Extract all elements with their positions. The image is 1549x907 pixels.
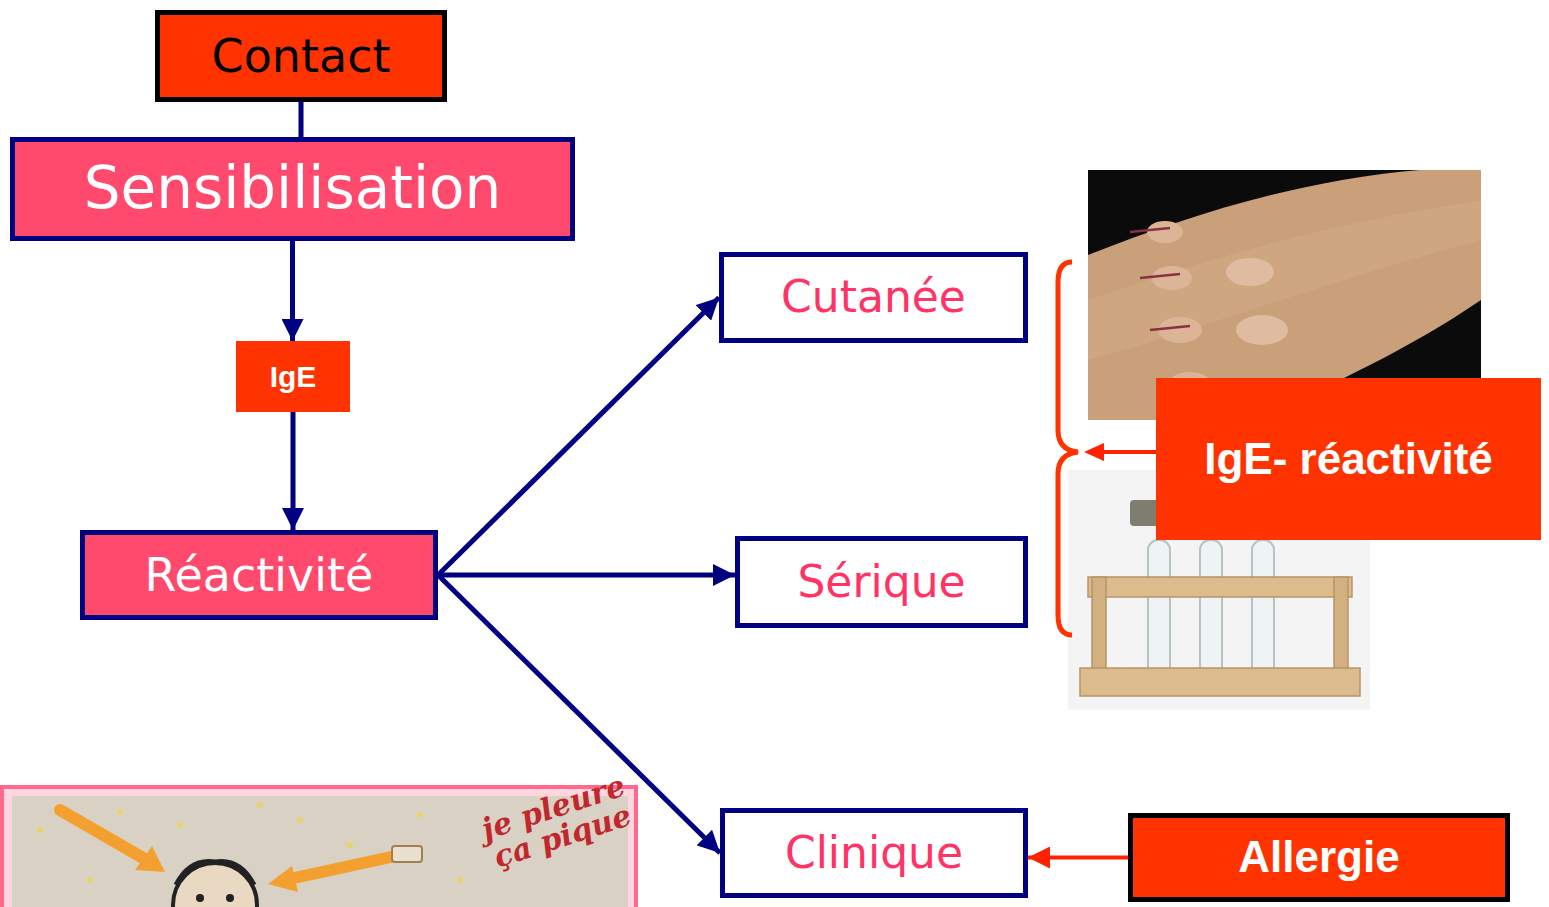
scratch-mark	[1150, 326, 1190, 330]
connector-arrow	[291, 412, 296, 530]
pollen-dots	[37, 802, 463, 883]
antibody-box: IgE	[236, 341, 350, 412]
node-label: Sérique	[797, 558, 965, 606]
cartoon-eye	[196, 894, 204, 902]
wheal	[1152, 266, 1192, 290]
wheal	[1147, 221, 1183, 243]
wheal	[1226, 258, 1274, 286]
scratch-mark	[1130, 228, 1170, 232]
rack-bar	[1088, 577, 1352, 597]
outcome-box: Cutanée	[719, 252, 1028, 343]
definition-box: Allergie	[1128, 813, 1510, 902]
wheal	[1236, 315, 1288, 345]
cartoon-tube	[392, 846, 422, 862]
bracket-arrow-line	[1102, 450, 1156, 454]
connector-arrow	[290, 241, 295, 341]
rack-base	[1080, 668, 1360, 696]
node-label: Cutanée	[781, 273, 966, 321]
cartoon-arrowhead	[268, 866, 298, 892]
connector-arrow	[438, 298, 719, 576]
definition-box: IgE- réactivité	[1156, 378, 1541, 540]
process-box: Sensibilisation	[10, 137, 575, 241]
outcome-box: Sérique	[735, 536, 1028, 628]
wheal	[1158, 317, 1202, 343]
node-label: IgE	[270, 360, 317, 393]
bracket-arrowhead	[1084, 443, 1104, 461]
connector-arrow	[438, 573, 735, 578]
node-label: Clinique	[785, 829, 963, 877]
node-label: IgE- réactivité	[1204, 435, 1494, 483]
node-label: Sensibilisation	[84, 157, 502, 221]
cartoon-eye	[226, 894, 234, 902]
connector-arrow	[299, 102, 304, 137]
node-label: Réactivité	[145, 550, 374, 601]
cartoon-arrowhead	[135, 846, 165, 872]
start-box: Contact	[155, 10, 447, 102]
cartoon-arrow	[60, 810, 150, 862]
node-label: Allergie	[1238, 833, 1399, 881]
outcome-box: Clinique	[720, 808, 1028, 898]
curly-bracket	[1058, 262, 1078, 635]
cartoon-hair	[176, 861, 254, 885]
node-label: Contact	[212, 31, 391, 82]
scratch-mark	[1140, 274, 1180, 278]
connector-arrow	[1028, 856, 1128, 860]
process-box: Réactivité	[80, 530, 438, 620]
arm-highlight	[1088, 200, 1481, 360]
cartoon-arrow	[285, 855, 400, 880]
